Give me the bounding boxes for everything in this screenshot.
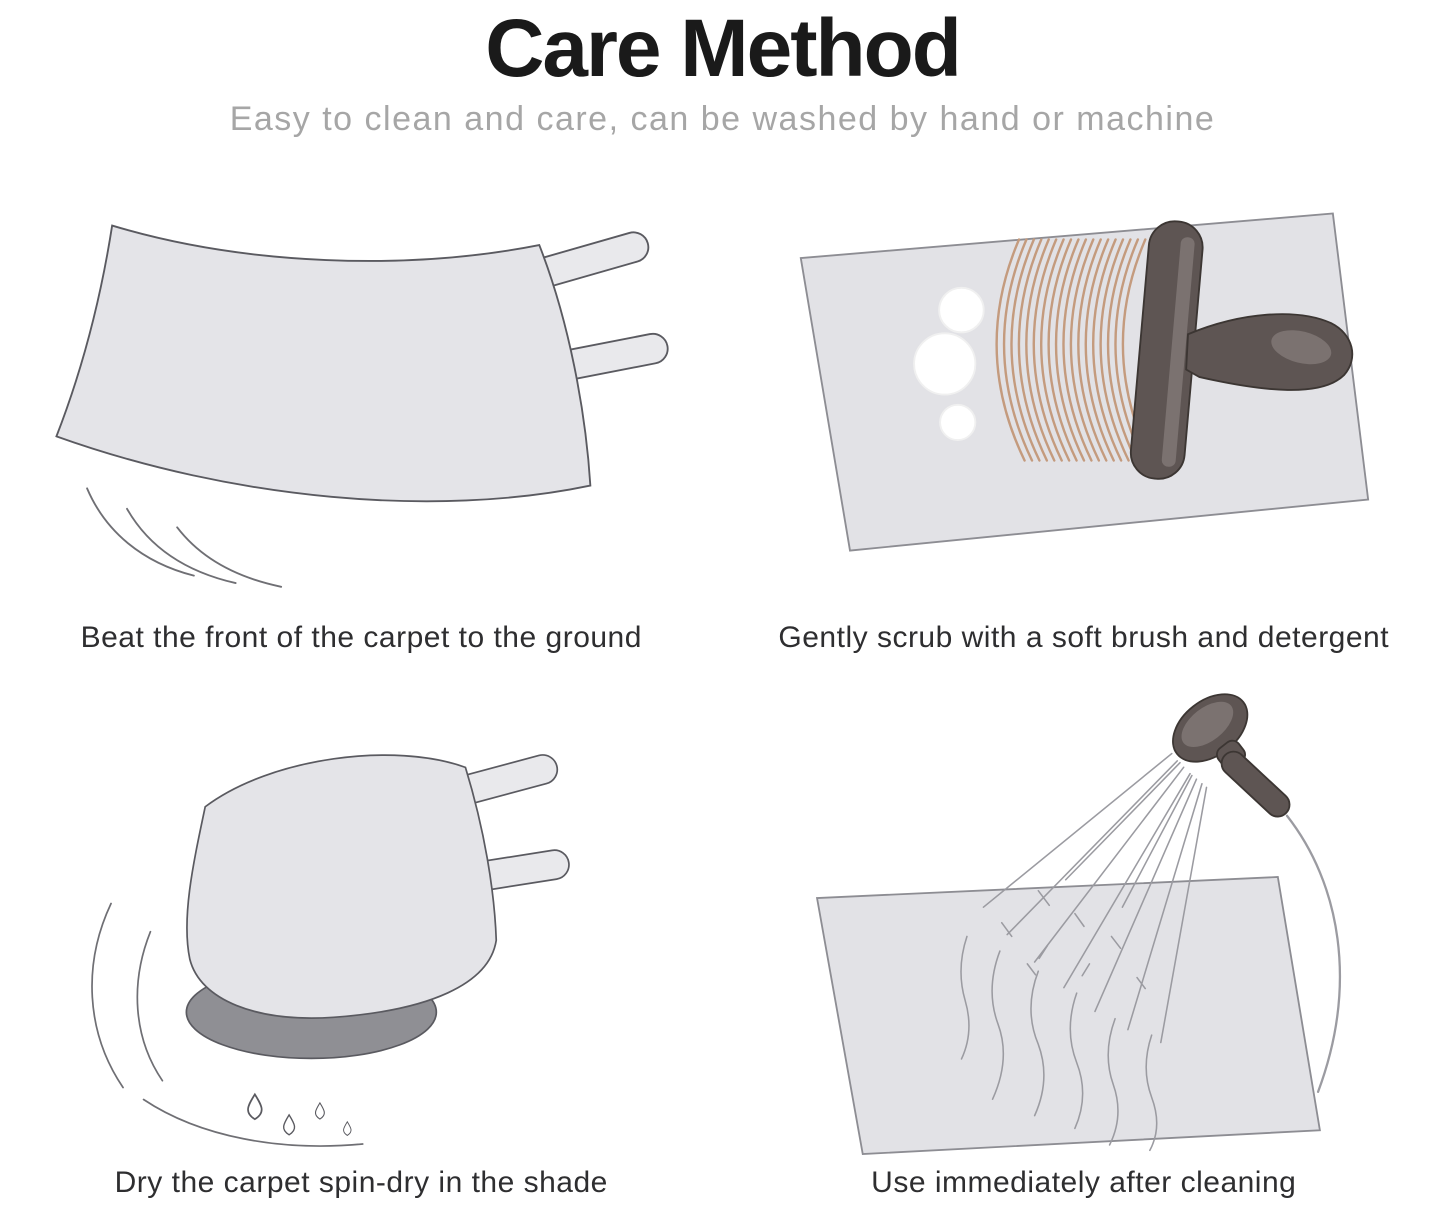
care-step-rinse: Use immediately after cleaning [723, 655, 1445, 1200]
brush-icon [1129, 220, 1353, 480]
carpet-icon [186, 754, 498, 1019]
carpet-beating-illustration [55, 224, 669, 588]
care-steps-grid: Beat the front of the carpet to the grou… [0, 157, 1445, 1200]
care-step-caption: Gently scrub with a soft brush and deter… [778, 621, 1390, 655]
carpet-icon [55, 224, 669, 503]
motion-lines-icon [86, 487, 283, 588]
shower-rinse-illustration [815, 693, 1341, 1156]
header: Care Method Easy to clean and care, can … [0, 0, 1445, 139]
page-subtitle: Easy to clean and care, can be washed by… [229, 100, 1216, 139]
care-step-scrub: Gently scrub with a soft brush and deter… [723, 157, 1445, 655]
care-step-dry: Dry the carpet spin-dry in the shade [0, 655, 723, 1200]
care-step-caption: Dry the carpet spin-dry in the shade [114, 1166, 608, 1200]
page-title: Care Method [485, 3, 962, 94]
carpet-drying-illustration [91, 754, 571, 1147]
shower-head-icon [1171, 693, 1341, 1094]
care-step-caption: Use immediately after cleaning [871, 1166, 1297, 1200]
motion-lines-icon [91, 902, 364, 1147]
shower-hose-icon [1285, 814, 1341, 1094]
water-spray-icon [982, 752, 1208, 1044]
care-step-beat: Beat the front of the carpet to the grou… [0, 157, 723, 655]
water-drops-icon [247, 1093, 352, 1136]
foam-icon [912, 286, 985, 442]
brush-scrubbing-illustration [799, 212, 1369, 552]
care-step-caption: Beat the front of the carpet to the grou… [80, 621, 642, 655]
water-flow-icon [959, 935, 1158, 1152]
